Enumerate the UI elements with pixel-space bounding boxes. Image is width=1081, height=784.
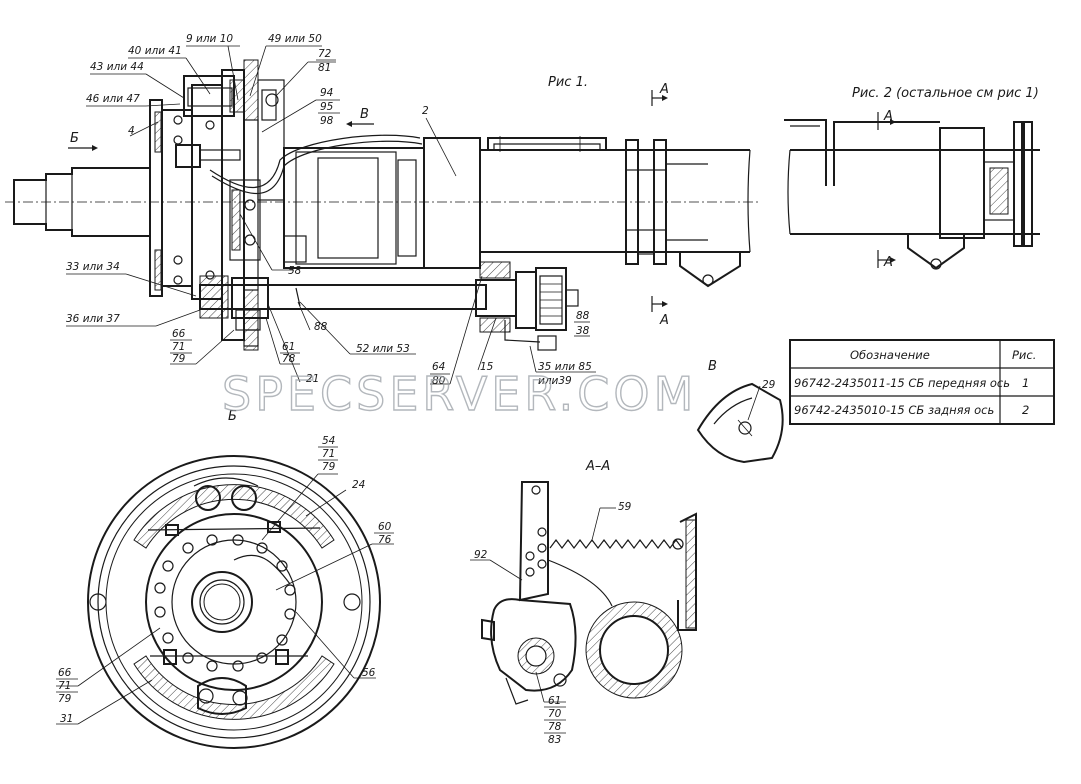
table-header-fig: Рис. xyxy=(1012,348,1036,362)
callout-or-39: или39 xyxy=(538,375,572,387)
section-mark-a-bottom: А xyxy=(659,313,669,328)
fig2-section-a-bottom: А xyxy=(883,255,893,270)
axle-assembly-fig1 xyxy=(5,59,760,351)
callout-15: 15 xyxy=(480,361,494,373)
callout-4: 4 xyxy=(128,125,135,137)
callout-94: 94 xyxy=(320,87,333,99)
callout-58: 58 xyxy=(288,265,302,277)
fig1-title: Рис 1. xyxy=(548,75,588,90)
view-v-label: В xyxy=(708,359,717,374)
callout-71: 71 xyxy=(172,341,185,353)
section-mark-a-top: А xyxy=(659,82,669,97)
callout-54: 54 xyxy=(322,435,335,447)
callout-56: 56 xyxy=(362,667,376,679)
callout-60: 60 xyxy=(378,521,392,533)
view-b-arrow-label: Б xyxy=(70,131,79,146)
callout-80: 80 xyxy=(432,375,446,387)
callout-2: 2 xyxy=(422,105,429,117)
view-v-arrow: В xyxy=(346,107,374,127)
callout-52-53: 52 или 53 xyxy=(356,343,410,355)
section-aa: А–А xyxy=(481,459,697,705)
callout-71-c: 71 xyxy=(58,680,71,692)
callout-40-41: 40 или 41 xyxy=(128,45,182,57)
table-row-2-fig: 2 xyxy=(1022,403,1029,417)
callout-72: 72 xyxy=(318,48,332,60)
callout-35-85: 35 или 85 xyxy=(538,361,592,373)
callout-78-b: 78 xyxy=(548,721,562,733)
callout-49-50: 49 или 50 xyxy=(268,33,322,45)
rear-axle-fig2: Рис. 2 (остальное см рис 1) А А xyxy=(784,86,1040,270)
callout-59: 59 xyxy=(618,501,632,513)
callout-labels: 9 или 10 40 или 41 43 или 44 46 или 47 4… xyxy=(56,33,776,746)
callout-79: 79 xyxy=(172,353,186,365)
table-row-1-designation: 96742-2435011-15 СБ передняя ось xyxy=(794,376,1010,390)
callout-83: 83 xyxy=(548,734,561,746)
callout-81: 81 xyxy=(318,62,331,74)
watermark: SPECSERVER.COM xyxy=(222,367,697,421)
designation-table: Обозначение Рис. 96742-2435011-15 СБ пер… xyxy=(789,339,1055,425)
table-header-designation: Обозначение xyxy=(850,348,930,362)
callout-38: 38 xyxy=(576,325,590,337)
callout-64: 64 xyxy=(432,361,445,373)
callout-88-right: 88 xyxy=(576,310,590,322)
callout-71-b: 71 xyxy=(322,448,335,460)
fig2-section-a-top: А xyxy=(883,109,893,124)
view-b-label: Б xyxy=(228,409,237,424)
callout-31: 31 xyxy=(60,713,73,725)
callout-46-47: 46 или 47 xyxy=(86,93,140,105)
fig2-title: Рис. 2 (остальное см рис 1) xyxy=(852,86,1039,101)
callout-9-10: 9 или 10 xyxy=(186,33,233,45)
callout-29: 29 xyxy=(762,379,776,391)
callout-95: 95 xyxy=(320,101,334,113)
callout-21: 21 xyxy=(306,373,319,385)
callout-66-b: 66 xyxy=(58,667,72,679)
table-row-2-designation: 96742-2435010-15 СБ задняя ось xyxy=(794,403,994,417)
view-v-arrow-label: В xyxy=(360,107,369,122)
callout-leaders xyxy=(56,45,761,725)
callout-92: 92 xyxy=(474,549,488,561)
callout-36-37: 36 или 37 xyxy=(66,313,120,325)
callout-70: 70 xyxy=(548,708,562,720)
callout-78: 78 xyxy=(282,353,296,365)
callout-43-44: 43 или 44 xyxy=(90,61,144,73)
callout-79-c: 79 xyxy=(58,693,72,705)
view-b-arrow: Б xyxy=(68,131,98,151)
callout-79-b: 79 xyxy=(322,461,336,473)
callout-76: 76 xyxy=(378,534,392,546)
section-marks-fig1: А А xyxy=(651,82,669,328)
section-aa-title: А–А xyxy=(585,459,610,474)
view-v-detail: В xyxy=(696,359,784,464)
callout-61-b: 61 xyxy=(548,695,561,707)
callout-61: 61 xyxy=(282,341,295,353)
callout-24: 24 xyxy=(352,479,365,491)
callout-88-left: 88 xyxy=(314,321,328,333)
table-row-1-fig: 1 xyxy=(1022,376,1029,390)
callout-66: 66 xyxy=(172,328,186,340)
callout-98: 98 xyxy=(320,115,334,127)
callout-33-34: 33 или 34 xyxy=(66,261,120,273)
view-b-brake: Б xyxy=(87,409,381,749)
